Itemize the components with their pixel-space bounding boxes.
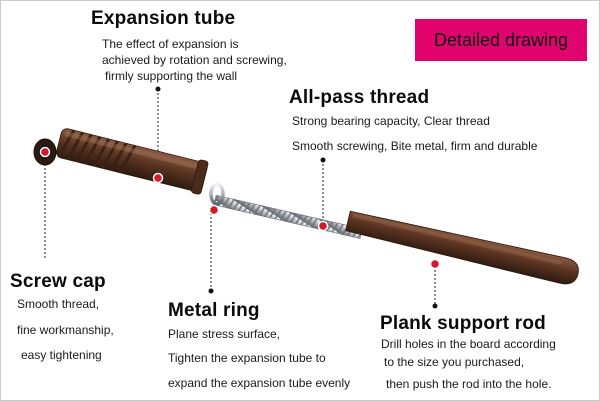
expansion-tube-desc-1: The effect of expansion is [102,37,239,51]
metal-ring-desc-2: Tighten the expansion tube to [168,351,326,365]
plank-support-rod-desc-1: Drill holes in the board according [381,337,556,351]
plank-support-rod-desc-2: to the size you purchased, [384,355,525,369]
metal-ring-desc-1: Plane stress surface, [168,327,281,341]
plank-support-rod-desc-3: then push the rod into the hole. [386,377,552,391]
expansion-tube-marker [152,172,164,184]
plank-support-rod-shape [345,210,579,285]
expansion-tube-title: Expansion tube [91,8,236,29]
expansion-tube-shape [56,128,209,195]
expansion-tube-desc-2: achieved by rotation and screwing, [102,53,287,67]
thread-marker [317,220,329,232]
threaded-rod [213,194,363,239]
metal-ring-title: Metal ring [168,300,260,321]
metal-ring-desc-3: expand the expansion tube evenly [168,376,351,390]
red-markers [39,146,441,270]
screw-cap-desc-1: Smooth thread, [17,297,100,311]
screw-cap-desc-3: easy tightening [21,348,102,362]
all-pass-thread-desc-2: Smooth screwing, Bite metal, firm and du… [292,139,538,153]
plank-rod-marker [429,258,441,270]
metal-ring-marker [208,204,220,216]
plank-support-rod-title: Plank support rod [380,313,546,334]
all-pass-thread-desc-1: Strong bearing capacity, Clear thread [292,114,490,128]
metal-ring-shape [209,182,225,206]
detailed-drawing-badge: Detailed drawing [415,19,587,61]
screw-cap-desc-2: fine workmanship, [17,323,114,337]
expansion-tube-desc-3: firmly supporting the wall [105,69,238,83]
screw-cap-marker [39,146,51,158]
all-pass-thread-title: All-pass thread [289,87,430,108]
screw-cap-title: Screw cap [10,271,106,292]
